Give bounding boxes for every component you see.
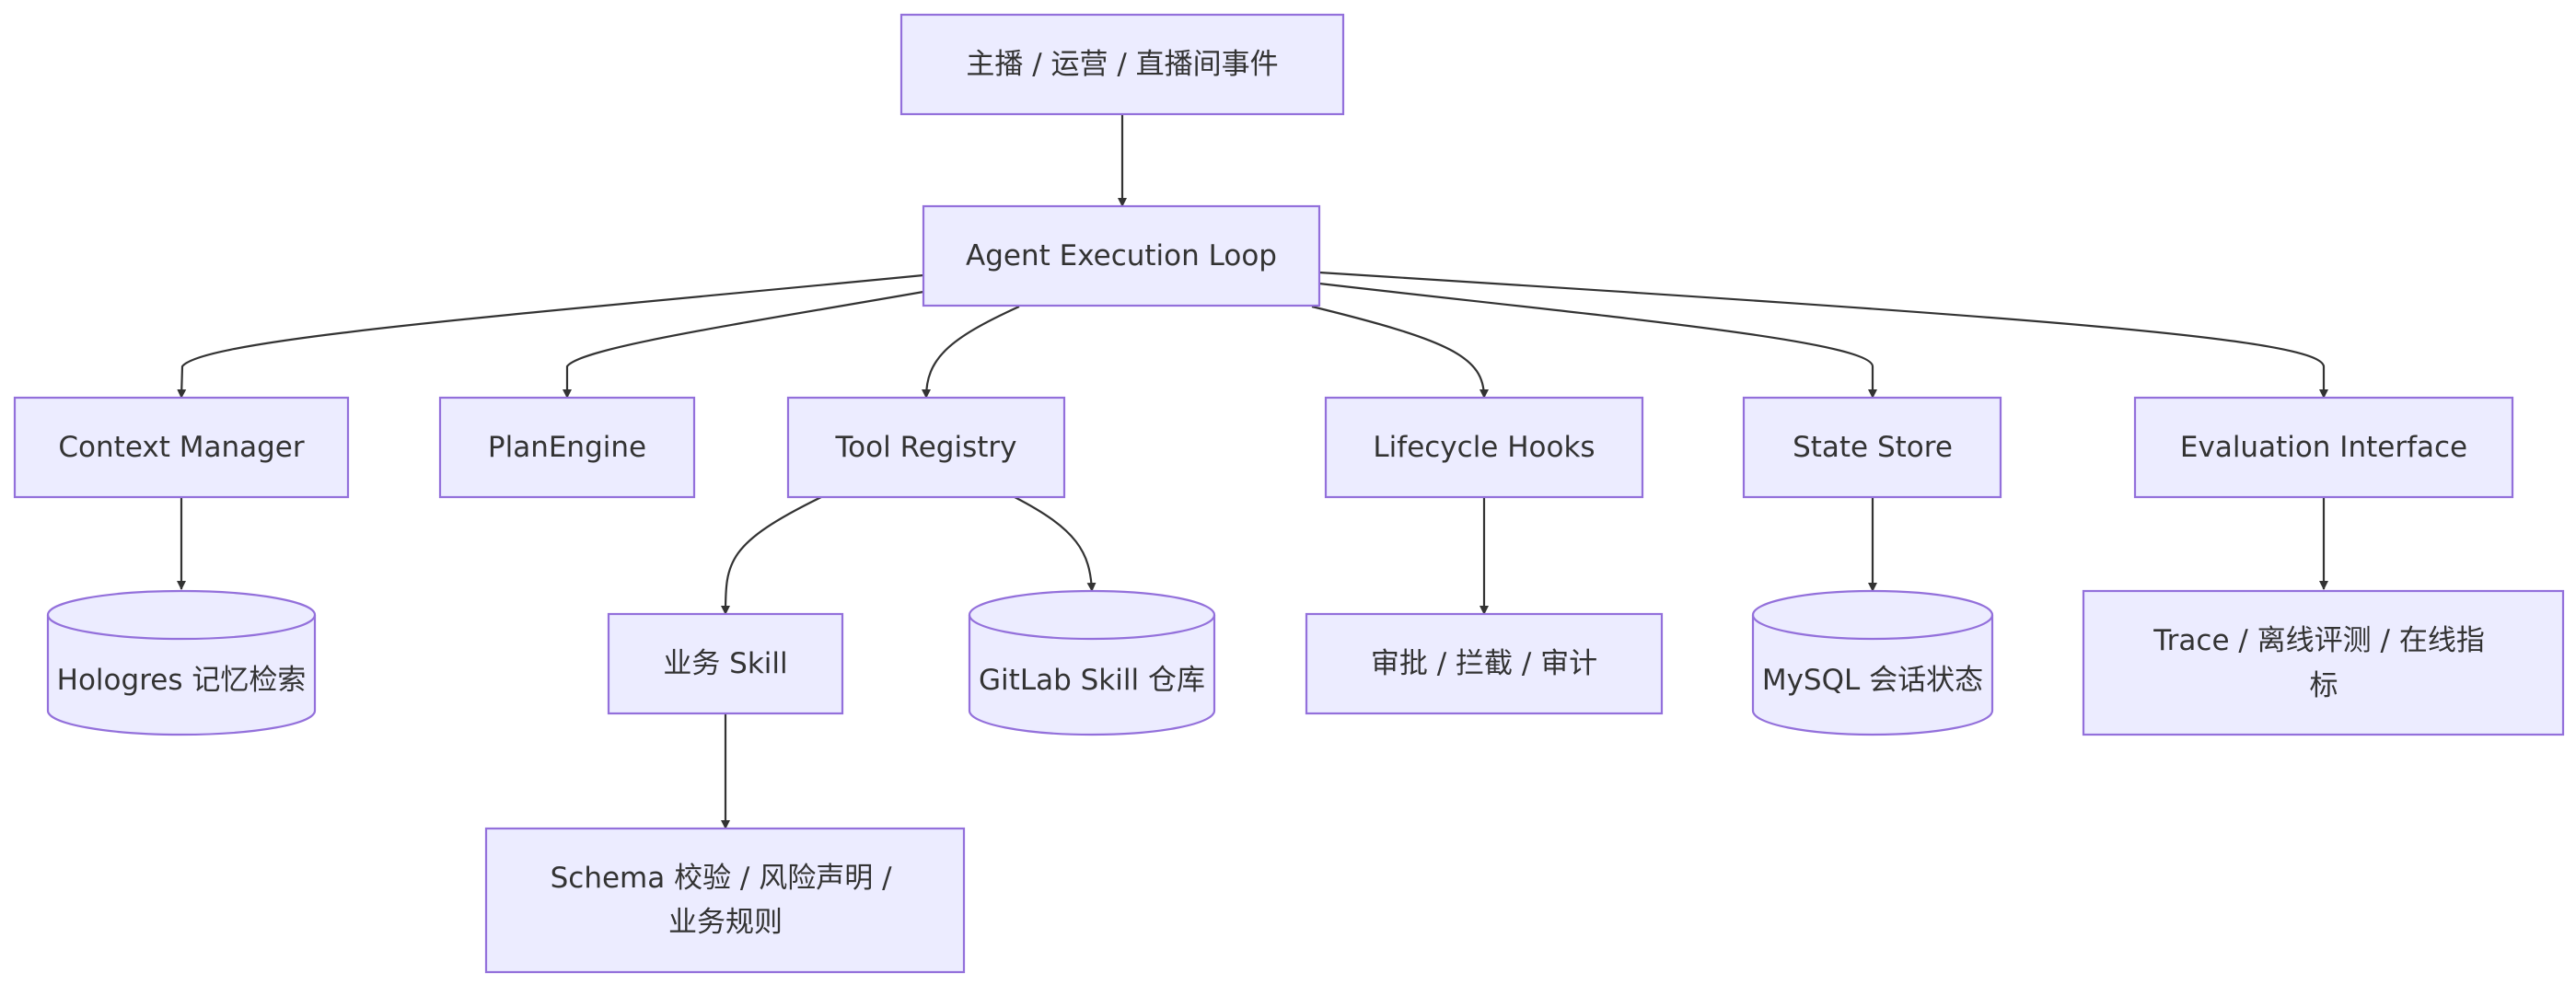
edge-loop-tools xyxy=(922,305,1020,399)
edges xyxy=(177,114,2328,829)
nodes: 主播 / 运营 / 直播间事件 Agent Execution Loop Con… xyxy=(13,13,2565,974)
node-trace-evaluation-label-line2: 标 xyxy=(2310,669,2338,702)
edge-tools-gitlab xyxy=(1014,496,1097,592)
node-agent-execution-loop-label: Agent Execution Loop xyxy=(966,239,1277,272)
node-context-manager: Context Manager xyxy=(13,396,350,499)
node-approve-intercept-audit: 审批 / 拦截 / 审计 xyxy=(1305,612,1664,715)
node-lifecycle-hooks: Lifecycle Hooks xyxy=(1324,396,1644,499)
svg-text:Trace / 离线评测 / 在线指 标: Trace / 离线评测 / 在线指 标 xyxy=(2152,624,2493,702)
node-tool-registry: Tool Registry xyxy=(786,396,1066,499)
svg-text:Hologres 记忆检索: Hologres 记忆检索 xyxy=(57,664,307,697)
edge-loop-state xyxy=(1318,282,1877,399)
edge-loop-context xyxy=(177,273,924,399)
node-agent-execution-loop: Agent Execution Loop xyxy=(922,204,1321,307)
svg-text:Tool Registry: Tool Registry xyxy=(835,431,1017,464)
node-approve-intercept-audit-label: 审批 / 拦截 / 审计 xyxy=(1371,647,1597,680)
edge-loop-hooks xyxy=(1311,305,1489,399)
node-state-store-label: State Store xyxy=(1793,431,1953,464)
node-schema-validation-label-line1: Schema 校验 / 风险声明 / xyxy=(551,862,892,895)
svg-text:PlanEngine: PlanEngine xyxy=(488,431,646,464)
node-evaluation-interface: Evaluation Interface xyxy=(2133,396,2514,499)
edge-loop-eval xyxy=(1318,271,2328,399)
node-tool-registry-label: Tool Registry xyxy=(835,431,1017,464)
svg-text:GitLab Skill 仓库: GitLab Skill 仓库 xyxy=(979,664,1205,697)
node-business-skill-label: 业务 Skill xyxy=(663,647,787,680)
svg-text:审批 / 拦截 / 审计: 审批 / 拦截 / 审计 xyxy=(1371,647,1597,680)
edge-tools-skill xyxy=(721,496,822,615)
svg-text:MySQL 会话状态: MySQL 会话状态 xyxy=(1762,664,1983,697)
edge-loop-plan xyxy=(563,290,924,399)
node-mysql-session-state: MySQL 会话状态 xyxy=(1751,589,1994,736)
node-evaluation-interface-label: Evaluation Interface xyxy=(2180,431,2467,464)
node-business-skill: 业务 Skill xyxy=(607,612,844,715)
svg-text:Schema 校验 / 风险声明 / 业务规: Schema 校验 / 风险声明 / 业务规则 xyxy=(551,862,901,939)
node-schema-validation: Schema 校验 / 风险声明 / 业务规则 xyxy=(484,827,966,974)
node-mysql-session-state-label: MySQL 会话状态 xyxy=(1762,664,1983,697)
node-trace-evaluation-label-line1: Trace / 离线评测 / 在线指 xyxy=(2152,624,2485,657)
node-context-manager-label: Context Manager xyxy=(58,431,304,464)
node-plan-engine: PlanEngine xyxy=(438,396,696,499)
node-gitlab-skill-repo: GitLab Skill 仓库 xyxy=(968,589,1216,736)
node-trace-evaluation: Trace / 离线评测 / 在线指 标 xyxy=(2082,589,2565,736)
svg-text:State Store: State Store xyxy=(1793,431,1953,464)
node-state-store: State Store xyxy=(1742,396,2002,499)
node-events: 主播 / 运营 / 直播间事件 xyxy=(899,13,1345,116)
svg-text:Agent Execution Loop: Agent Execution Loop xyxy=(966,239,1277,272)
node-events-label: 主播 / 运营 / 直播间事件 xyxy=(966,48,1278,81)
node-lifecycle-hooks-label: Lifecycle Hooks xyxy=(1373,431,1595,464)
node-hologres-memory: Hologres 记忆检索 xyxy=(46,589,317,736)
node-hologres-memory-label: Hologres 记忆检索 xyxy=(57,664,307,697)
svg-text:Context Manager: Context Manager xyxy=(58,431,304,464)
svg-text:Evaluation Interface: Evaluation Interface xyxy=(2180,431,2467,464)
svg-text:业务 Skill: 业务 Skill xyxy=(663,647,787,680)
svg-text:主播 / 运营 / 直播间事件: 主播 / 运营 / 直播间事件 xyxy=(966,48,1278,81)
node-plan-engine-label: PlanEngine xyxy=(488,431,646,464)
node-schema-validation-label-line2: 业务规则 xyxy=(668,906,783,939)
svg-text:Lifecycle Hooks: Lifecycle Hooks xyxy=(1373,431,1595,464)
node-gitlab-skill-repo-label: GitLab Skill 仓库 xyxy=(979,664,1205,697)
